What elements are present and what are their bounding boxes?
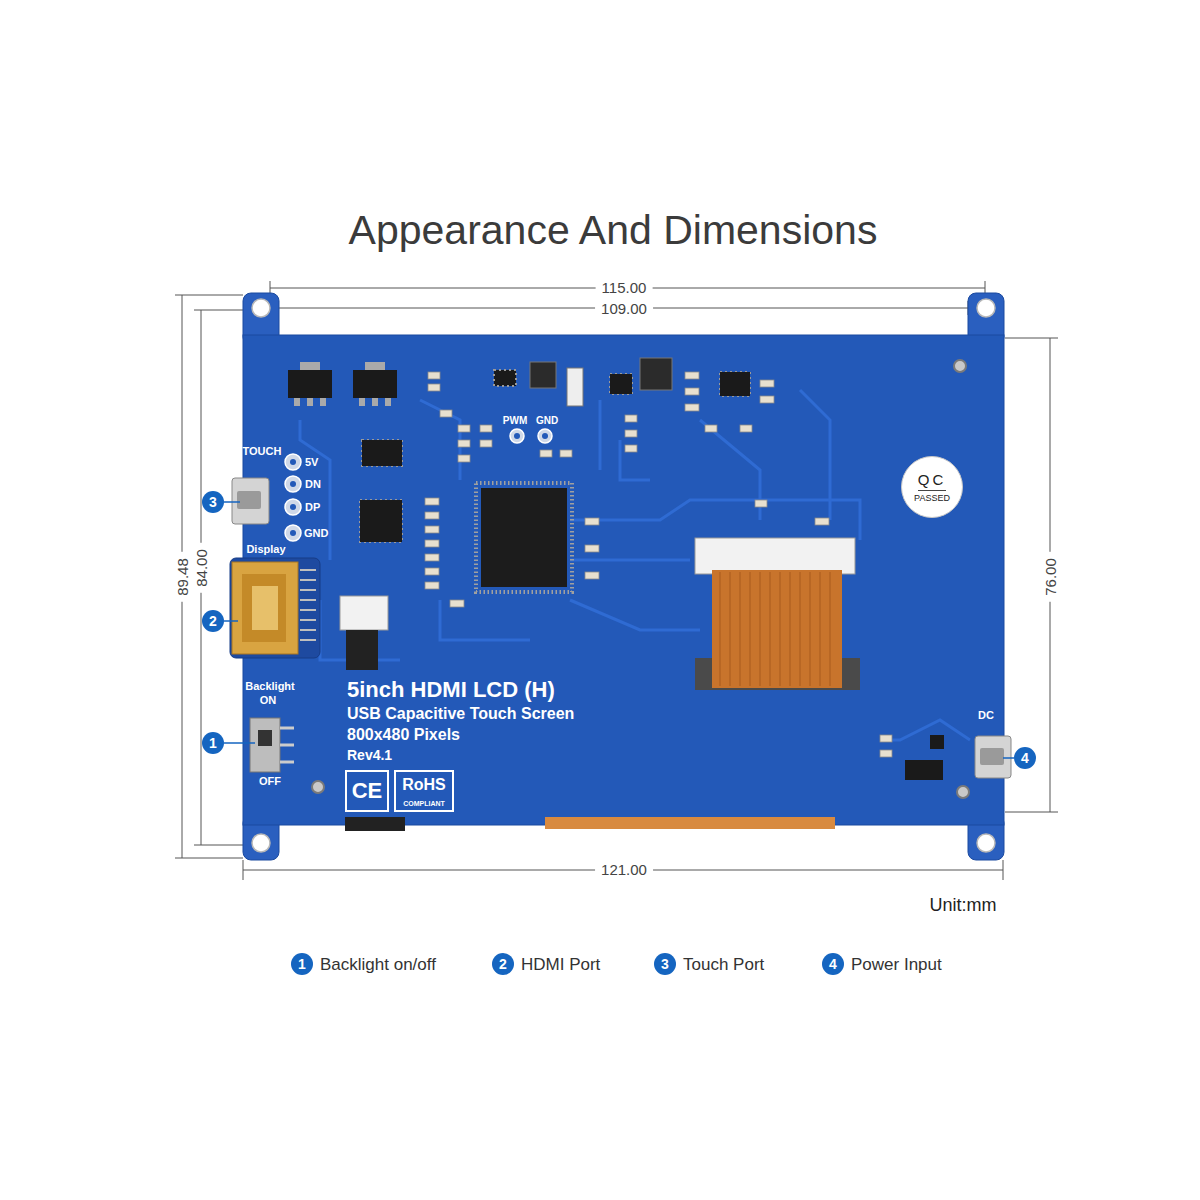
silkscreen-label: 5V <box>305 457 318 468</box>
product-spec: USB Capacitive Touch Screen <box>347 706 574 722</box>
dimension-label: 109.00 <box>595 300 653 317</box>
ce-mark: CE <box>352 780 383 802</box>
callout-number: 4 <box>1021 751 1029 765</box>
callout-number: 3 <box>209 495 217 509</box>
silkscreen-label: ON <box>260 695 277 706</box>
callout-number: 2 <box>499 957 507 971</box>
dimension-label: 115.00 <box>596 279 653 296</box>
sticker-text: QC <box>918 472 947 491</box>
legend-text: Backlight on/off <box>320 956 436 973</box>
legend-text: Power Input <box>851 956 942 973</box>
silkscreen-label: GND <box>304 528 328 539</box>
sticker-text: PASSED <box>914 491 950 503</box>
silkscreen-label: PWM <box>503 416 527 426</box>
dimension-label: 84.00 <box>193 543 210 593</box>
callout-number: 1 <box>298 957 306 971</box>
silkscreen-label: DN <box>305 479 321 490</box>
dimension-label: 76.00 <box>1042 552 1059 602</box>
qc-sticker: QCPASSED <box>901 456 963 518</box>
silkscreen-label: OFF <box>259 776 281 787</box>
callout-number: 4 <box>829 957 837 971</box>
callout-number: 1 <box>209 736 217 750</box>
callout-number: 3 <box>661 957 669 971</box>
silkscreen-label: DP <box>305 502 320 513</box>
callout-number: 2 <box>209 614 217 628</box>
silkscreen-label: Backlight <box>245 681 295 692</box>
rohs-mark: COMPLIANT <box>403 800 445 807</box>
product-name: 5inch HDMI LCD (H) <box>347 679 555 701</box>
silkscreen-label: TOUCH <box>243 446 282 457</box>
unit-note: Unit:mm <box>930 896 997 914</box>
dimension-label: 121.00 <box>595 861 653 878</box>
page-title: Appearance And Dimensions <box>349 210 878 251</box>
revision-label: Rev4.1 <box>347 748 392 762</box>
dimension-label: 89.48 <box>174 552 191 602</box>
silkscreen-label: GND <box>536 416 558 426</box>
silkscreen-label: DC <box>978 710 994 721</box>
product-spec: 800x480 Pixels <box>347 727 460 743</box>
silkscreen-label: Display <box>246 544 285 555</box>
legend-text: HDMI Port <box>521 956 600 973</box>
legend-text: Touch Port <box>683 956 764 973</box>
rohs-mark: RoHS <box>402 777 446 793</box>
